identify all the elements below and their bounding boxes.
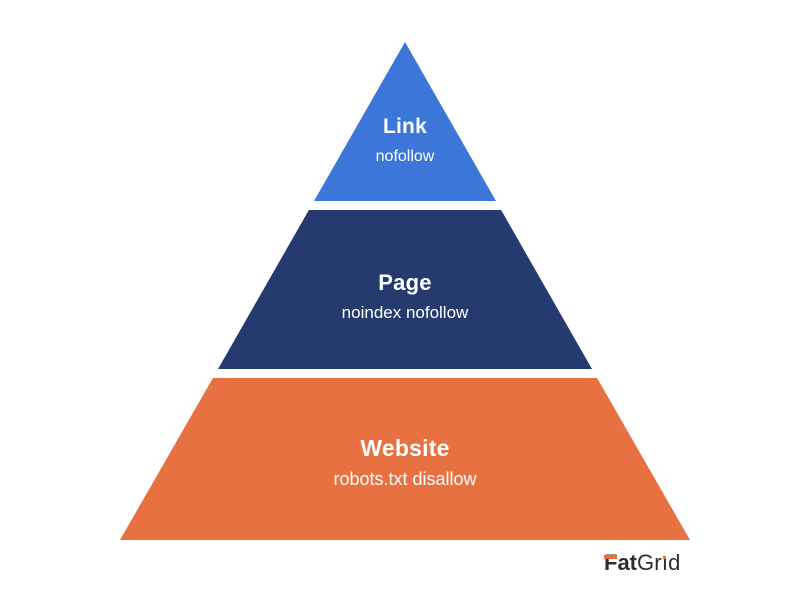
tier-link-title: Link xyxy=(383,115,427,138)
logo-text-i: ı xyxy=(661,550,669,575)
logo-text-gr: Gr xyxy=(637,550,662,575)
tier-link-text: Link nofollow xyxy=(314,114,496,168)
tier-website-text: Website robots.txt disallow xyxy=(120,434,690,491)
tier-website-subtitle: robots.txt disallow xyxy=(333,469,477,489)
tier-page-title: Page xyxy=(378,270,432,295)
logo-text-grid: Grıd xyxy=(637,550,681,575)
pyramid-tier-website: Website robots.txt disallow xyxy=(120,378,690,540)
logo-text-fat: Fat xyxy=(604,550,637,575)
tier-page-text: Page noindex nofollow xyxy=(218,269,592,324)
logo-text-d: d xyxy=(668,550,681,575)
tier-page-subtitle: noindex nofollow xyxy=(341,303,469,322)
fatgrid-logo: FatGrıd xyxy=(604,552,681,574)
tier-link-subtitle: nofollow xyxy=(375,148,435,165)
pyramid-tier-page: Page noindex nofollow xyxy=(218,210,592,369)
tier-website-title: Website xyxy=(360,435,450,461)
pyramid-tier-link: Link nofollow xyxy=(314,42,496,201)
